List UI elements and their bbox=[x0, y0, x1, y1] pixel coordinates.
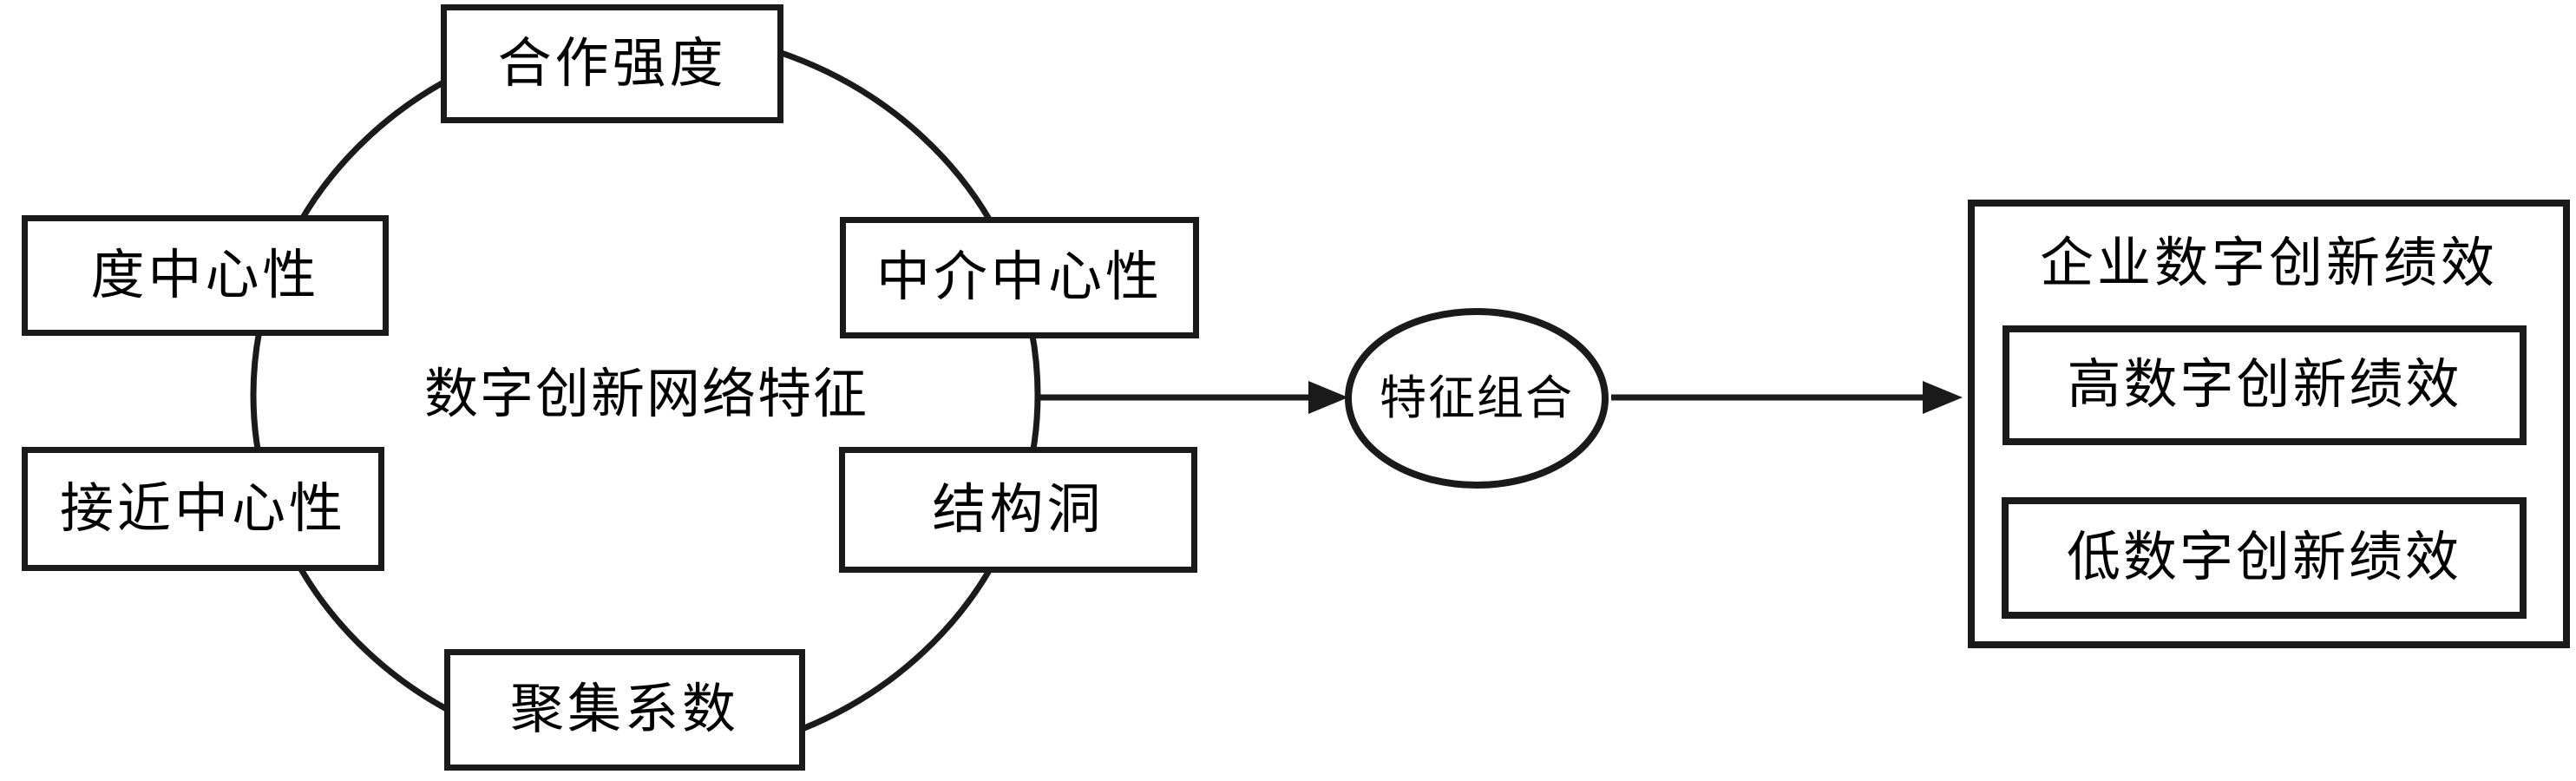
node-betweenness-centrality: 中介中心性 bbox=[840, 217, 1199, 338]
outcome-high-performance-box: 高数字创新绩效 bbox=[2002, 325, 2527, 445]
outcome-low-performance-label: 低数字创新绩效 bbox=[2066, 528, 2461, 587]
node-cooperation-strength: 合作强度 bbox=[441, 4, 783, 123]
node-degree-centrality: 度中心性 bbox=[22, 215, 389, 336]
arrow-network-to-combiner-head bbox=[1308, 381, 1348, 414]
node-clustering-coefficient-label: 聚集系数 bbox=[509, 680, 739, 739]
node-closeness-centrality: 接近中心性 bbox=[22, 447, 384, 571]
outcome-low-performance-box: 低数字创新绩效 bbox=[2002, 497, 2527, 619]
node-structural-hole: 结构洞 bbox=[839, 447, 1197, 573]
network-center-label: 数字创新网络特征 bbox=[423, 365, 868, 424]
outcome-high-performance-label: 高数字创新绩效 bbox=[2067, 356, 2462, 415]
outcome-panel-title: 企业数字创新绩效 bbox=[2039, 234, 2498, 293]
node-degree-centrality-label: 度中心性 bbox=[90, 246, 320, 305]
node-structural-hole-label: 结构洞 bbox=[932, 480, 1104, 540]
node-clustering-coefficient: 聚集系数 bbox=[444, 649, 805, 771]
node-cooperation-strength-label: 合作强度 bbox=[497, 34, 727, 94]
arrow-combiner-to-outcome-head bbox=[1923, 381, 1963, 414]
feature-combination-label: 特征组合 bbox=[1380, 372, 1574, 424]
node-closeness-centrality-label: 接近中心性 bbox=[59, 479, 346, 539]
node-betweenness-centrality-label: 中介中心性 bbox=[875, 248, 1163, 307]
feature-combination-ellipse bbox=[1345, 308, 1609, 489]
